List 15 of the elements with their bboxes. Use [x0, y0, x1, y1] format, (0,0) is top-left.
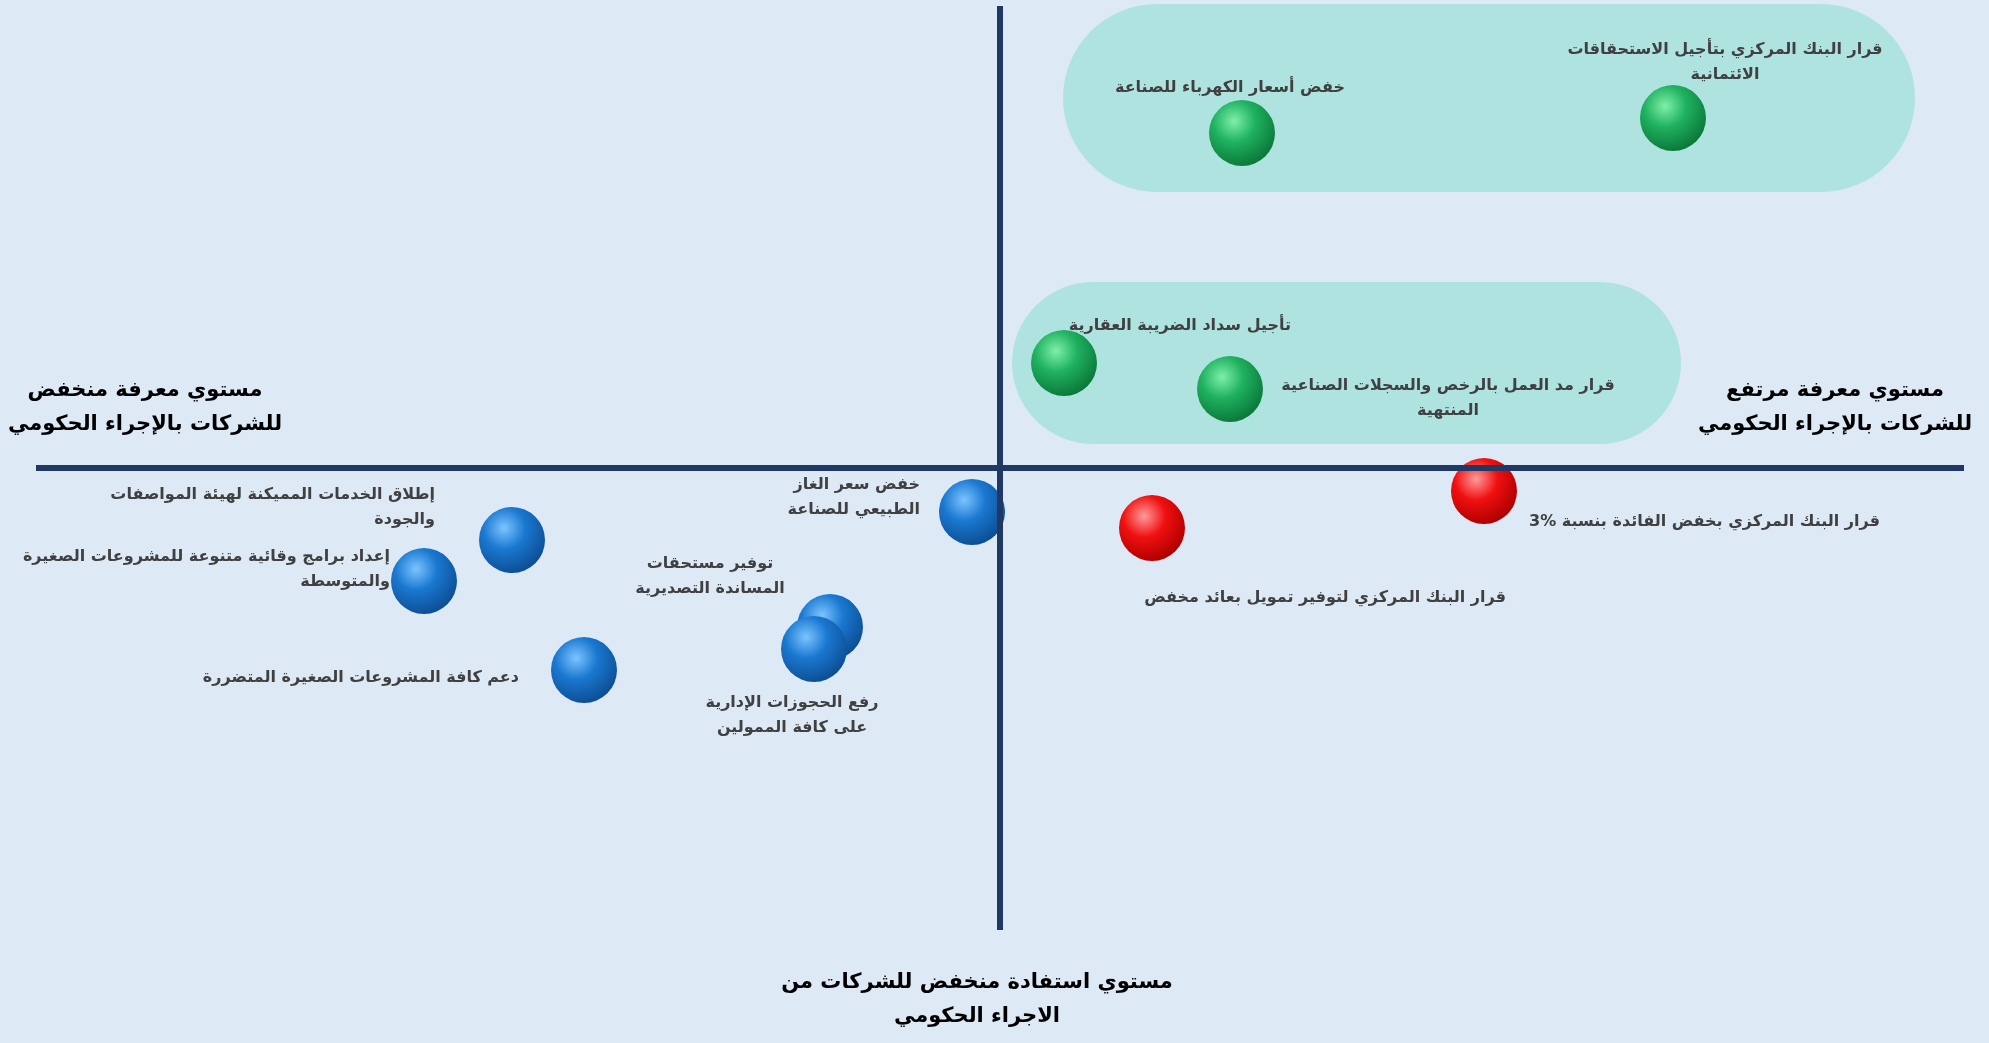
item-label: إطلاق الخدمات المميكنة لهيئة المواصفات والجودة	[109, 483, 435, 530]
axis-title: مستوي معرفة مرتفع للشركات بالإجراء الحكومي	[1696, 376, 1974, 437]
item-label: قرار البنك المركزي بتأجيل الاستحقاقات الائتمانية	[1566, 37, 1884, 85]
item-label: قرار البنك المركزي لتوفير تمويل بعائد مخفض	[1143, 586, 1506, 609]
item-label: تأجيل سداد الضريبة العقارية	[1067, 313, 1291, 336]
item-label: إعداد برامج وقائية متنوعة للمشروعات الصغيرة والمتوسطة	[21, 545, 390, 592]
item-label: قرار مد العمل بالرخص والسجلات الصناعية المنتهية	[1280, 374, 1616, 421]
item-label: قرار البنك المركزي بخفض الفائدة بنسبة %3	[1528, 510, 1880, 533]
axis-title: مستوي معرفة منخفض للشركات بالإجراء الحكومي	[6, 376, 284, 437]
item-label: رفع الحجوزات الإدارية على كافة الممولين	[704, 691, 880, 738]
item-label: توفير مستحقات المساندة التصديرية	[634, 552, 786, 599]
item-label: خفض سعر الغاز الطبيعي للصناعة	[786, 473, 920, 521]
item-label: خفض أسعار الكهرباء للصناعة	[1113, 75, 1345, 98]
axis-title: مستوي استفادة منخفض للشركات من الاجراء الحكومي	[780, 968, 1174, 1029]
item-label: دعم كافة المشروعات الصغيرة المتضررة	[201, 666, 519, 688]
